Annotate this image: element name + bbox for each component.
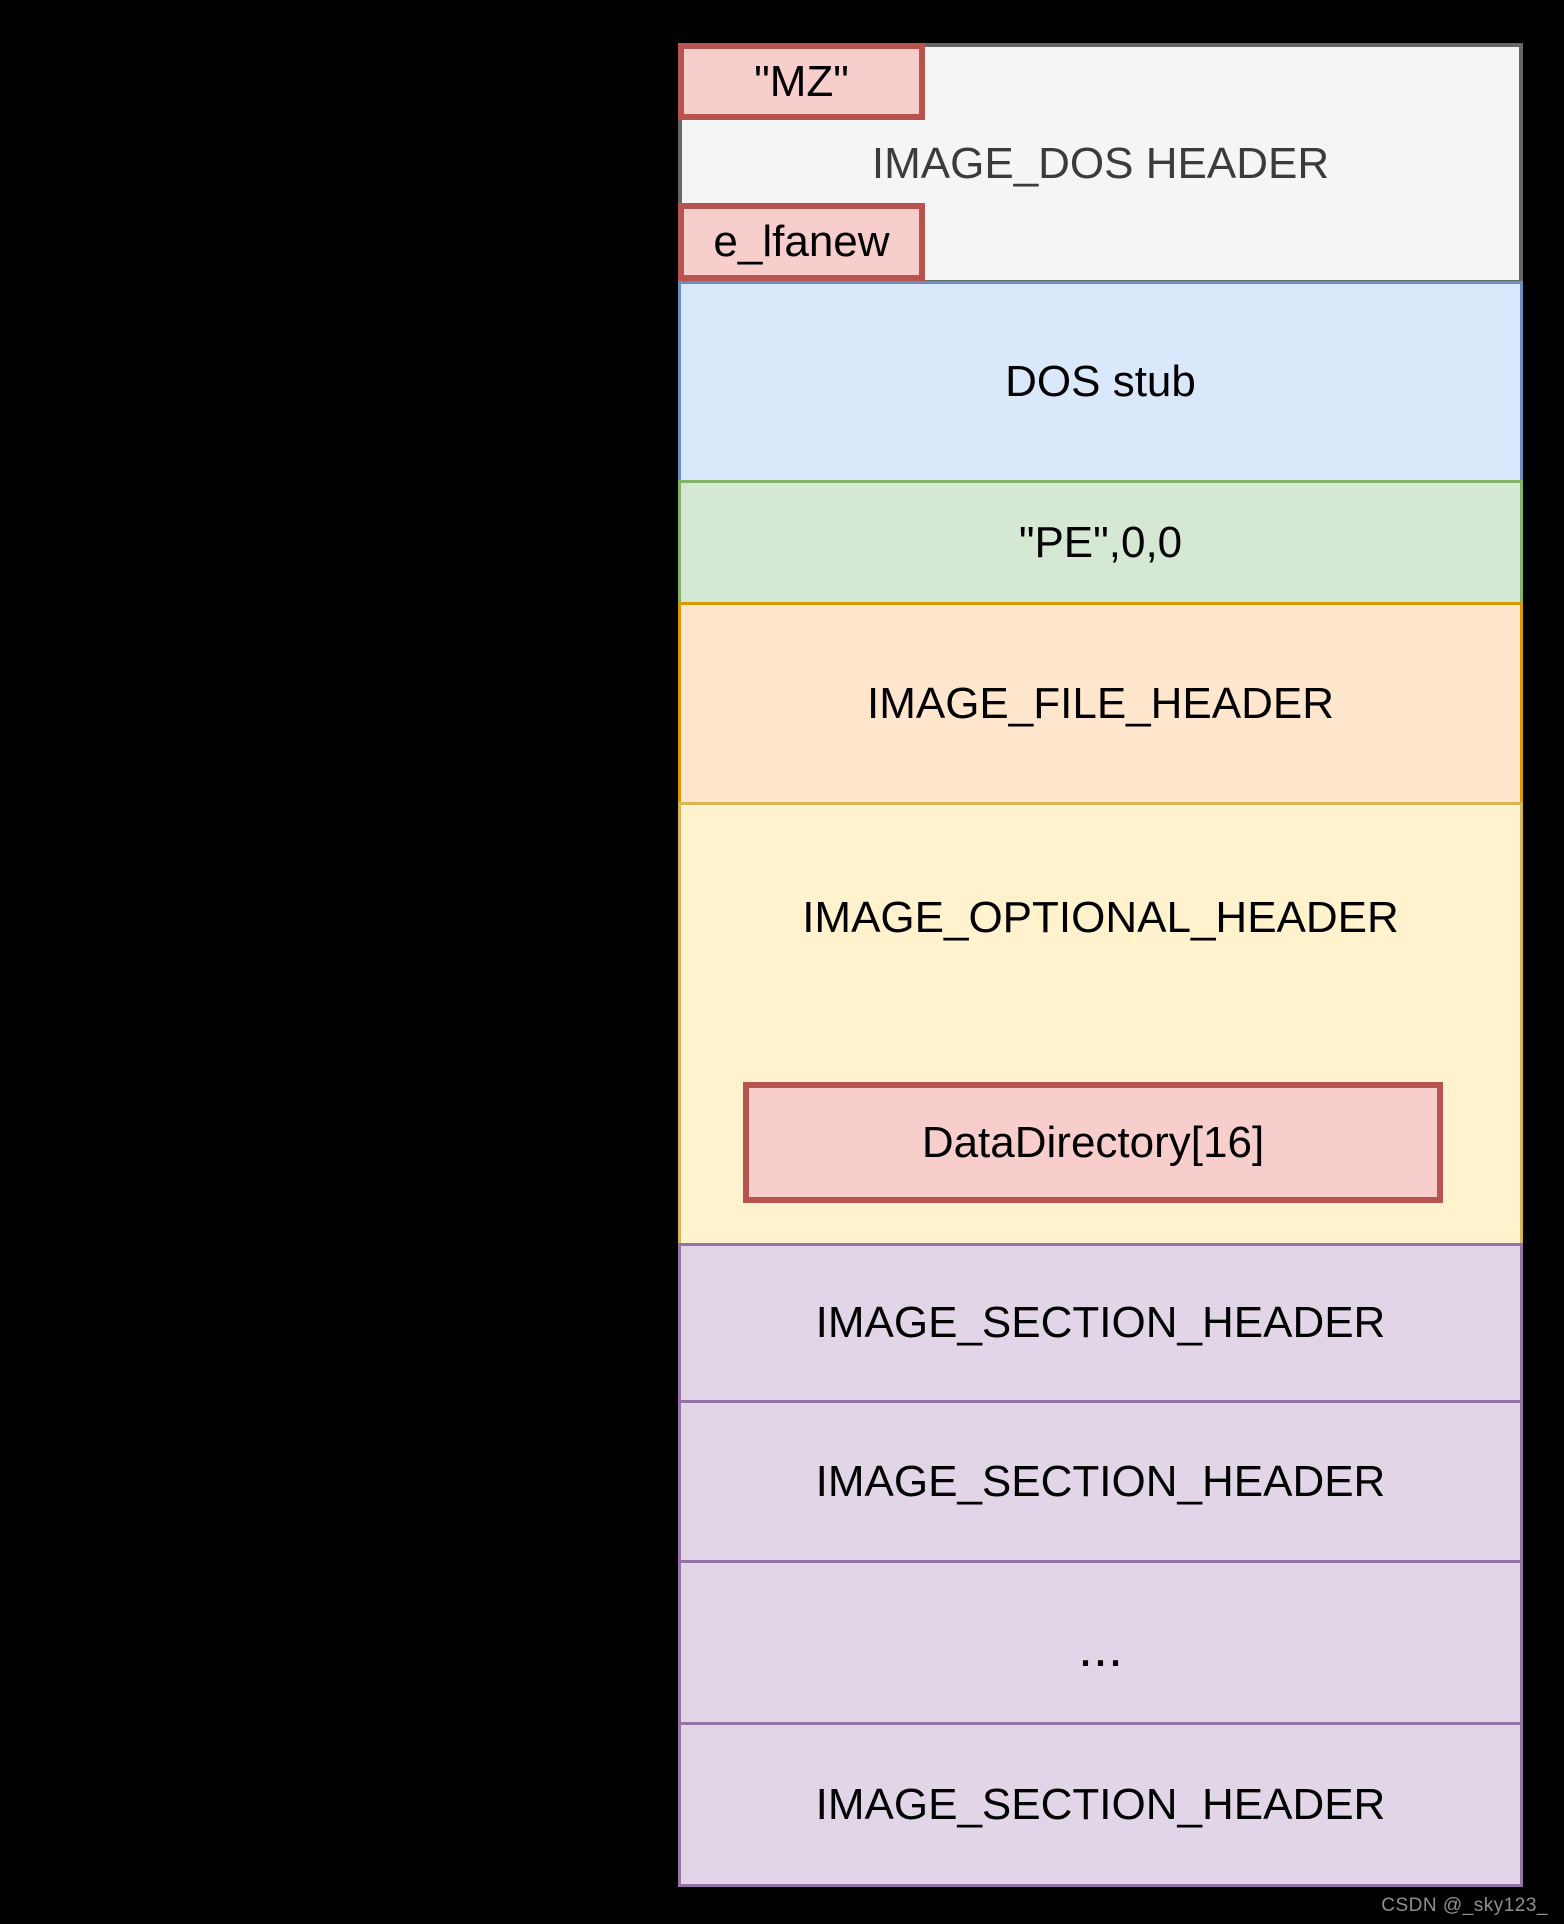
block-label: DOS stub <box>1005 357 1196 406</box>
block-label: ... <box>1077 1617 1123 1678</box>
block-label: IMAGE_SECTION_HEADER <box>815 1298 1386 1347</box>
block-image-section-header-1: IMAGE_SECTION_HEADER <box>678 1243 1523 1403</box>
block-label: IMAGE_OPTIONAL_HEADER <box>802 893 1399 942</box>
block-label: "PE",0,0 <box>1018 517 1183 567</box>
block-label: IMAGE_SECTION_HEADER <box>815 1456 1386 1506</box>
block-pe-signature: "PE",0,0 <box>678 480 1523 605</box>
block-image-file-header: IMAGE_FILE_HEADER <box>678 602 1523 805</box>
block-label: IMAGE_SECTION_HEADER <box>815 1779 1386 1829</box>
tag-label: e_lfanew <box>713 217 890 266</box>
block-dos-stub: DOS stub <box>678 281 1523 483</box>
csdn-watermark: CSDN @_sky123_ <box>1381 1895 1548 1916</box>
tag-mz-signature: "MZ" <box>678 43 925 120</box>
tag-label: DataDirectory[16] <box>921 1117 1265 1167</box>
block-label: IMAGE_FILE_HEADER <box>866 678 1335 728</box>
block-ellipsis: ... <box>678 1560 1523 1725</box>
block-image-section-header-2: IMAGE_SECTION_HEADER <box>678 1400 1523 1563</box>
tag-e-lfanew: e_lfanew <box>678 203 925 281</box>
block-label: IMAGE_DOS HEADER <box>871 138 1330 188</box>
tag-data-directory: DataDirectory[16] <box>743 1082 1443 1203</box>
tag-label: "MZ" <box>754 56 849 106</box>
block-image-section-header-3: IMAGE_SECTION_HEADER <box>678 1722 1523 1887</box>
